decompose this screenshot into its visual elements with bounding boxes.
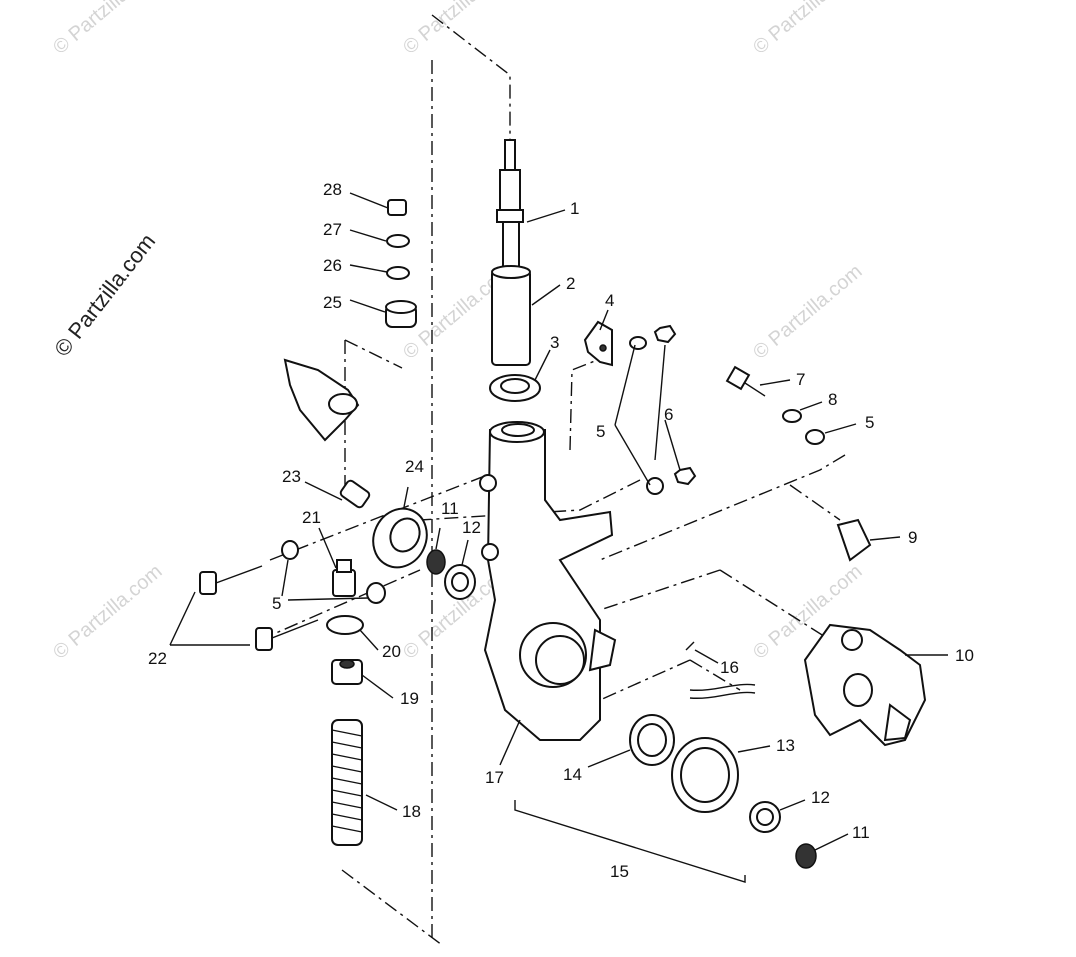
part-23-bushing (339, 479, 371, 509)
callout-19: 19 (400, 689, 419, 708)
part-7-bolt (725, 365, 766, 397)
callout-10: 10 (955, 646, 974, 665)
part-11-bearing (795, 843, 817, 869)
leader-lines (169, 192, 948, 883)
callout-12: 12 (811, 788, 830, 807)
small-hardware (281, 324, 825, 604)
part-1-spindle (496, 139, 524, 268)
part-20-washer (326, 615, 364, 635)
part-3-washer (489, 374, 541, 402)
watermark-tile: © Partzilla.com (749, 260, 866, 363)
part-24-bushing (372, 507, 428, 569)
parts-25-28-stack (385, 199, 417, 328)
callout-11: 11 (441, 499, 459, 518)
callout-25: 25 (323, 293, 342, 312)
part-21-fitting (332, 559, 356, 597)
callout-3: 3 (550, 333, 559, 352)
part-13-race (671, 737, 739, 813)
callout-23: 23 (282, 467, 301, 486)
part-18-spring (331, 719, 363, 846)
watermark-tile: © Partzilla.com (49, 0, 166, 59)
callout-14: 14 (563, 765, 582, 784)
callout-8: 8 (828, 390, 837, 409)
part-19-nut (331, 659, 363, 685)
callout-21: 21 (302, 508, 321, 527)
callout-5: 5 (865, 413, 874, 432)
watermark-side: © Partzilla.com (49, 229, 160, 361)
part-10-caliper (803, 623, 927, 747)
watermark-tile: © Partzilla.com (749, 0, 866, 59)
center-lines (259, 14, 846, 946)
callout-9: 9 (908, 528, 917, 547)
callout-27: 27 (323, 220, 342, 239)
callout-16: 16 (720, 658, 739, 677)
part-2-sleeve (491, 265, 531, 366)
callout-18: 18 (402, 802, 421, 821)
callout-1: 1 (570, 199, 579, 218)
part-9-block (836, 518, 872, 562)
watermark-tile: © Partzilla.com (399, 0, 516, 59)
part-17-knuckle (479, 421, 756, 741)
part-22-bolts (199, 565, 319, 651)
part-14-ring (629, 714, 675, 766)
callout-24: 24 (405, 457, 424, 476)
callout-4: 4 (605, 291, 614, 310)
callout-22: 22 (148, 649, 167, 668)
callout-5: 5 (596, 422, 605, 441)
callout-26: 26 (323, 256, 342, 275)
callout-13: 13 (776, 736, 795, 755)
callout-28: 28 (323, 180, 342, 199)
part-11-bearing-left (426, 549, 446, 575)
callout-15: 15 (610, 862, 629, 881)
callout-11: 11 (852, 823, 870, 842)
upper-mount-bracket (283, 358, 360, 442)
callout-6: 6 (664, 405, 673, 424)
callout-labels: 1 2 3 4 5 6 7 8 5 9 10 11 12 13 12 11 14… (148, 180, 974, 881)
callout-5: 5 (272, 594, 281, 613)
part-16-sensor (685, 641, 695, 651)
callout-20: 20 (382, 642, 401, 661)
part-4-bracket (583, 320, 613, 367)
part-12-seal (444, 564, 781, 833)
callout-12: 12 (462, 518, 481, 537)
callout-2: 2 (566, 274, 575, 293)
callout-17: 17 (485, 768, 504, 787)
callout-7: 7 (796, 370, 805, 389)
